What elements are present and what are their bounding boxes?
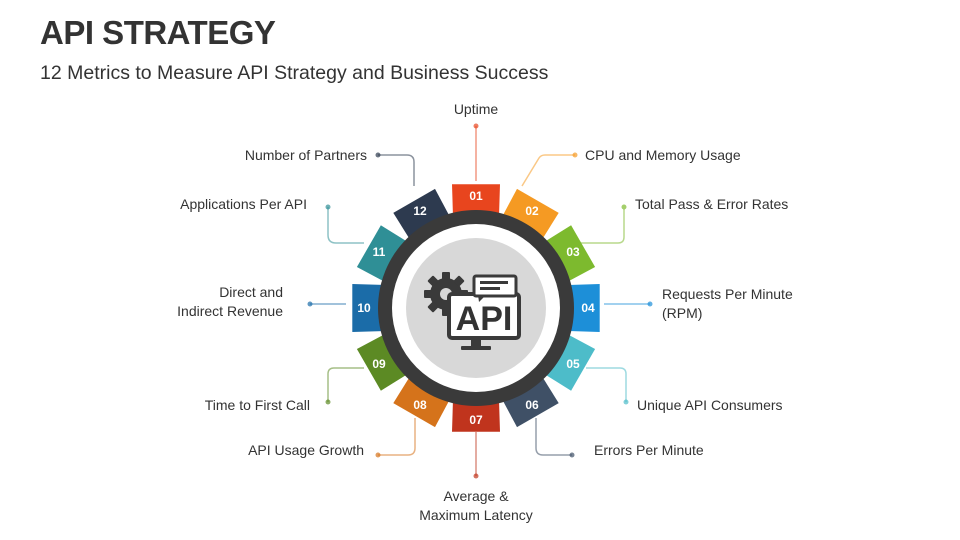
speech-bubble-icon bbox=[472, 274, 518, 298]
connector-lines bbox=[307, 123, 653, 479]
connector-line bbox=[562, 209, 625, 244]
segment-number-11: 11 bbox=[373, 245, 386, 259]
connector-dot bbox=[569, 452, 575, 458]
metric-label-06: Errors Per Minute bbox=[594, 442, 704, 458]
connector-dot bbox=[375, 452, 381, 458]
segment-number-10: 10 bbox=[357, 301, 371, 315]
segment-number-03: 03 bbox=[566, 245, 580, 259]
metric-label-11: Applications Per API bbox=[180, 196, 307, 212]
connector-dot bbox=[621, 204, 627, 210]
segment-number-05: 05 bbox=[566, 357, 580, 371]
metric-label-05: Unique API Consumers bbox=[637, 397, 783, 413]
slide-subtitle: 12 Metrics to Measure API Strategy and B… bbox=[40, 62, 549, 84]
connector-line bbox=[327, 207, 364, 244]
center-hub: API bbox=[378, 210, 574, 406]
connector-dot bbox=[307, 301, 313, 307]
connector-dot bbox=[572, 152, 578, 158]
metric-label-line: CPU and Memory Usage bbox=[585, 147, 741, 163]
metric-label-line: Uptime bbox=[454, 101, 499, 117]
metric-label-07: Average & Maximum Latency bbox=[419, 488, 533, 523]
segment-number-06: 06 bbox=[525, 398, 539, 412]
connector-line bbox=[378, 154, 415, 186]
segment-number-08: 08 bbox=[413, 398, 427, 412]
metric-label-08: API Usage Growth bbox=[248, 442, 364, 458]
connector-line bbox=[521, 154, 575, 187]
segment-number-01: 01 bbox=[469, 189, 483, 203]
metric-label-line: Applications Per API bbox=[180, 196, 307, 212]
metric-label-02: CPU and Memory Usage bbox=[585, 147, 741, 163]
connector-dot bbox=[473, 123, 479, 129]
metric-label-12: Number of Partners bbox=[245, 147, 367, 163]
metric-label-line: Time to First Call bbox=[205, 397, 310, 413]
connector-line bbox=[586, 367, 627, 402]
connector-line bbox=[378, 418, 416, 456]
segment-number-12: 12 bbox=[413, 204, 427, 218]
connector-line bbox=[535, 418, 572, 456]
connector-line bbox=[327, 367, 364, 402]
connector-dot bbox=[375, 152, 381, 158]
metric-label-line: Unique API Consumers bbox=[637, 397, 783, 413]
metric-label-line: Errors Per Minute bbox=[594, 442, 704, 458]
metric-label-line: Maximum Latency bbox=[419, 507, 533, 523]
metric-label-line: API Usage Growth bbox=[248, 442, 364, 458]
metric-label-03: Total Pass & Error Rates bbox=[635, 196, 788, 212]
metric-label-line: Number of Partners bbox=[245, 147, 367, 163]
segment-number-04: 04 bbox=[581, 301, 595, 315]
metric-label-09: Time to First Call bbox=[205, 397, 310, 413]
metric-label-04: Requests Per Minute (RPM) bbox=[662, 286, 793, 321]
metric-label-line: Indirect Revenue bbox=[177, 303, 283, 319]
api-text: API bbox=[456, 300, 513, 338]
metric-label-01: Uptime bbox=[454, 101, 499, 117]
metric-label-line: Requests Per Minute bbox=[662, 286, 793, 302]
connector-dot bbox=[473, 473, 479, 479]
metric-label-line: (RPM) bbox=[662, 305, 702, 321]
connector-dot bbox=[623, 399, 629, 405]
segment-number-09: 09 bbox=[372, 357, 386, 371]
segment-number-02: 02 bbox=[525, 204, 539, 218]
connector-dot bbox=[325, 204, 331, 210]
metric-label-line: Direct and bbox=[219, 284, 283, 300]
api-monitor-icon: API bbox=[424, 272, 521, 350]
connector-dot bbox=[647, 301, 653, 307]
connector-dot bbox=[325, 399, 331, 405]
slide-title: API STRATEGY bbox=[40, 14, 276, 51]
segment-number-07: 07 bbox=[469, 413, 483, 427]
metric-label-line: Total Pass & Error Rates bbox=[635, 196, 788, 212]
metric-label-line: Average & bbox=[443, 488, 509, 504]
